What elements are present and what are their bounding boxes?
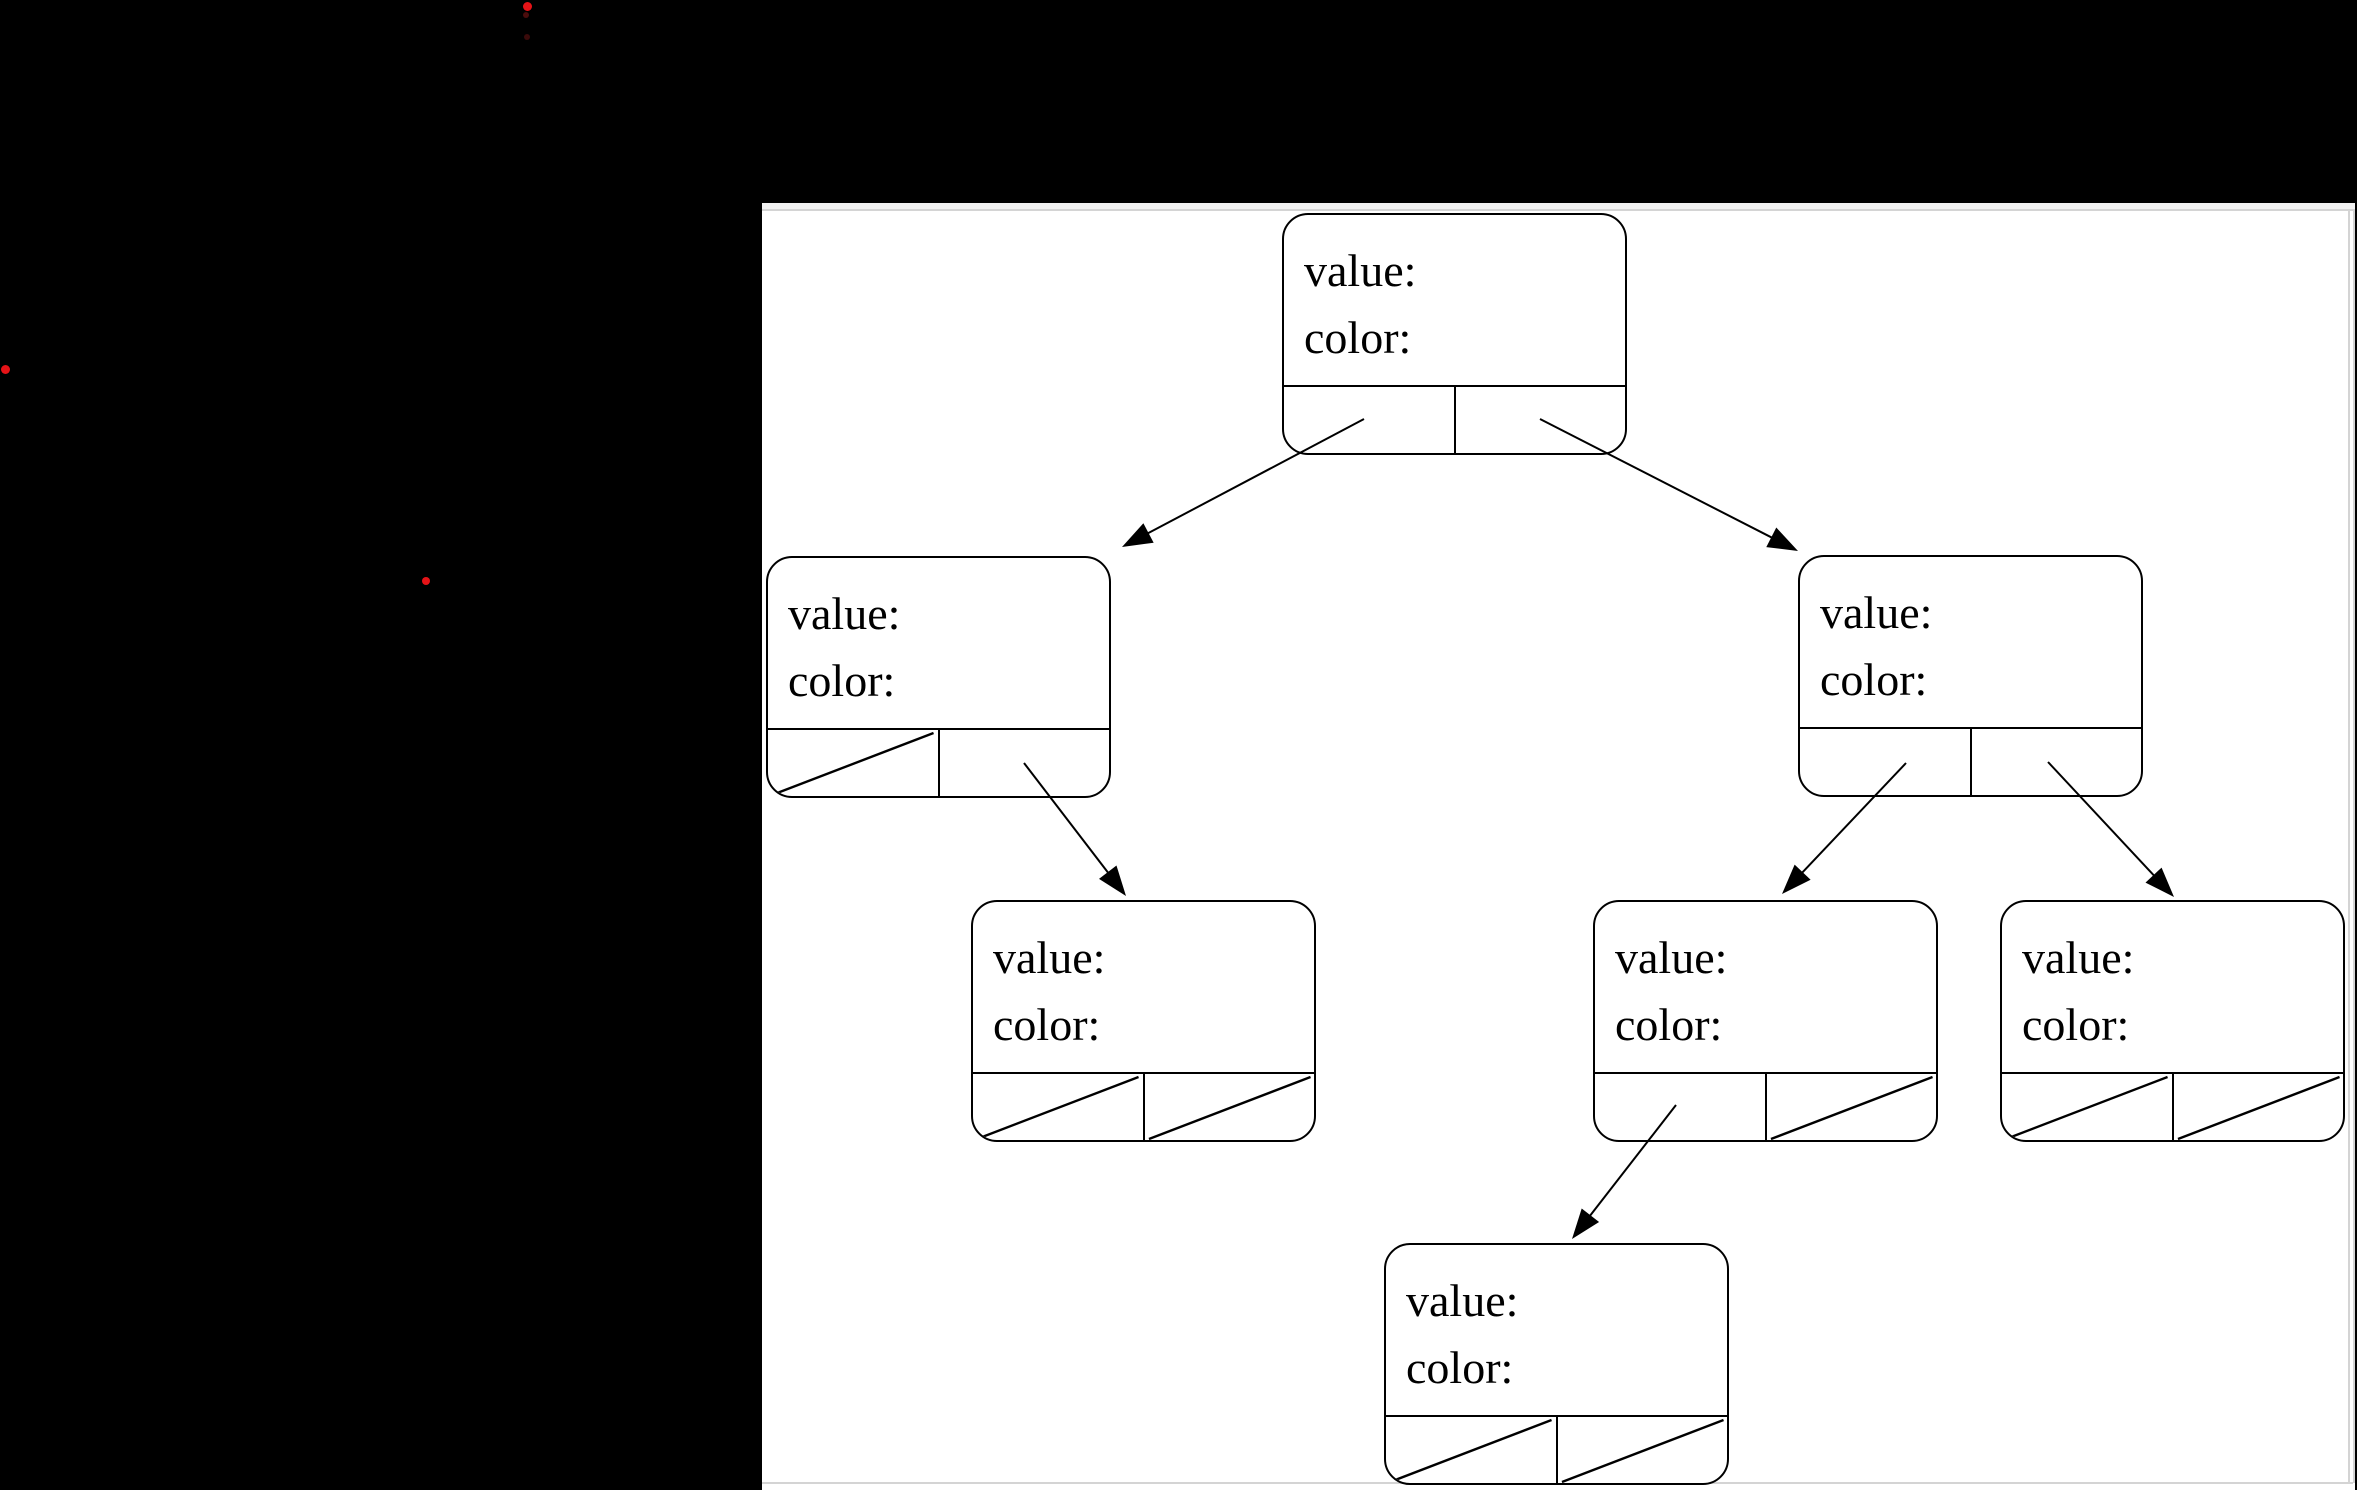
right-pointer-cell: [1767, 1074, 1937, 1140]
value-field-label: value:: [788, 588, 901, 639]
diagram-panel: value:color:value:color:value:color:valu…: [762, 203, 2355, 1490]
color-field-label: color:: [2022, 999, 2130, 1050]
panel-top-strip: [762, 203, 2355, 209]
red-dot-marker: [524, 34, 530, 40]
color-field-label: color:: [1406, 1342, 1514, 1393]
tree-node-lr: value: color:: [971, 900, 1316, 1142]
node-fields: value: color:: [1284, 215, 1625, 385]
value-field-label: value:: [1615, 932, 1728, 983]
pointer-row: [1800, 727, 2142, 795]
null-pointer-slash-icon: [2177, 1075, 2340, 1140]
node-fields: value: color:: [973, 902, 1314, 1072]
tree-node-r: value: color:: [1798, 555, 2143, 797]
right-pointer-cell: [1145, 1074, 1315, 1140]
value-field-label: value:: [993, 932, 1106, 983]
panel-scrollbar-track-line[interactable]: [2353, 211, 2355, 1483]
pointer-row: [1595, 1072, 1937, 1140]
node-fields: value: color:: [1595, 902, 1936, 1072]
null-pointer-slash-icon: [1389, 1418, 1552, 1483]
pointer-row: [973, 1072, 1315, 1140]
node-fields: value: color:: [768, 558, 1109, 728]
null-pointer-slash-icon: [1561, 1418, 1724, 1483]
red-dot-marker: [0, 364, 10, 374]
null-pointer-slash-icon: [2005, 1075, 2168, 1140]
red-dot-marker: [522, 1, 532, 11]
value-field-label: value:: [1820, 587, 1933, 638]
left-pointer-cell: [1800, 729, 1972, 795]
right-pointer-cell: [1558, 1417, 1728, 1483]
tree-node-rr: value: color:: [2000, 900, 2345, 1142]
tree-node-rll: value: color:: [1384, 1243, 1729, 1485]
right-pointer-cell: [2174, 1074, 2344, 1140]
null-pointer-slash-icon: [771, 731, 934, 796]
arrowhead-icon: [1766, 527, 1798, 551]
value-field-label: value:: [1406, 1275, 1519, 1326]
value-field-label: value:: [1304, 245, 1417, 296]
right-pointer-cell: [940, 730, 1110, 796]
arrowhead-icon: [1099, 865, 1126, 896]
left-pointer-cell: [1595, 1074, 1767, 1140]
right-pointer-cell: [1456, 387, 1626, 453]
node-fields: value: color:: [1386, 1245, 1727, 1415]
pointer-row: [1284, 385, 1626, 453]
right-pointer-cell: [1972, 729, 2142, 795]
tree-node-rl: value: color:: [1593, 900, 1938, 1142]
red-dot-marker: [523, 12, 529, 18]
left-pointer-cell: [1284, 387, 1456, 453]
left-pointer-cell: [1386, 1417, 1558, 1483]
color-field-label: color:: [1304, 312, 1412, 363]
color-field-label: color:: [788, 655, 896, 706]
value-field-label: value:: [2022, 932, 2135, 983]
red-dot-marker: [422, 577, 430, 585]
pointer-row: [1386, 1415, 1728, 1483]
arrowhead-icon: [1782, 864, 1811, 894]
panel-right-border: [2348, 211, 2350, 1483]
node-fields: value: color:: [1800, 557, 2141, 727]
null-pointer-slash-icon: [1770, 1075, 1933, 1140]
pointer-row: [2002, 1072, 2344, 1140]
color-field-label: color:: [1820, 654, 1928, 705]
arrowhead-icon: [1122, 523, 1154, 547]
left-pointer-cell: [2002, 1074, 2174, 1140]
color-field-label: color:: [993, 999, 1101, 1050]
left-pointer-cell: [973, 1074, 1145, 1140]
tree-node-l: value: color:: [766, 556, 1111, 798]
arrowhead-icon: [1572, 1208, 1600, 1239]
null-pointer-slash-icon: [976, 1075, 1139, 1140]
left-pointer-cell: [768, 730, 940, 796]
tree-node-root: value: color:: [1282, 213, 1627, 455]
null-pointer-slash-icon: [1148, 1075, 1311, 1140]
node-fields: value: color:: [2002, 902, 2343, 1072]
panel-top-border: [762, 209, 2355, 211]
arrowhead-icon: [2145, 867, 2174, 897]
color-field-label: color:: [1615, 999, 1723, 1050]
pointer-row: [768, 728, 1110, 796]
